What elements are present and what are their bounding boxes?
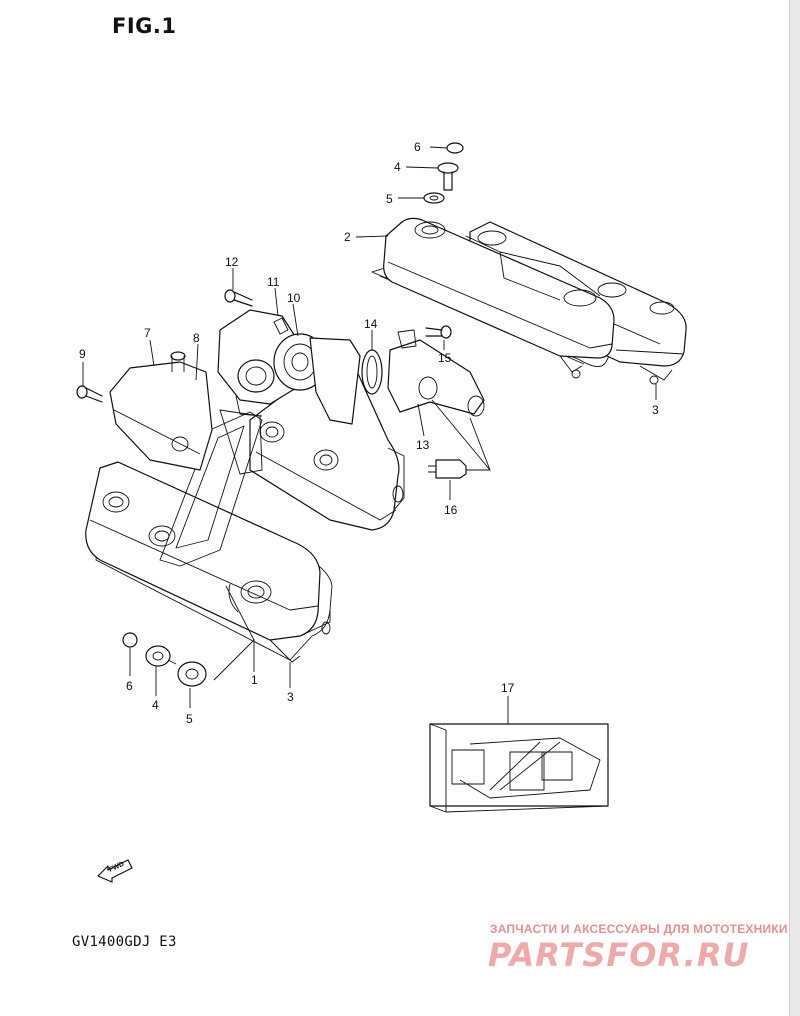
callout-4-bottom: 4 bbox=[152, 698, 159, 712]
callout-4: 4 bbox=[394, 160, 401, 174]
left-cover-7 bbox=[109, 351, 213, 471]
callout-5-bottom: 5 bbox=[186, 712, 193, 726]
sensor-16 bbox=[428, 459, 467, 479]
callout-5: 5 bbox=[386, 192, 393, 206]
callout-6-bottom: 6 bbox=[126, 679, 133, 693]
callout-labels: 6 4 5 2 12 11 10 14 7 8 9 15 3 13 16 6 4… bbox=[79, 140, 659, 726]
fwd-arrow: FWD bbox=[97, 859, 133, 883]
callout-10: 10 bbox=[287, 291, 301, 305]
watermark-tagline: ЗАПЧАСТИ И АКСЕССУАРЫ ДЛЯ МОТОТЕХНИКИ bbox=[490, 922, 788, 936]
thermostat-housing bbox=[217, 309, 361, 425]
callout-8: 8 bbox=[193, 331, 200, 345]
callout-17: 17 bbox=[501, 681, 515, 695]
callout-6: 6 bbox=[414, 140, 421, 154]
cap-bolt-washer-top bbox=[423, 142, 464, 204]
callout-13: 13 bbox=[416, 438, 430, 452]
callout-3-rear: 3 bbox=[652, 403, 659, 417]
cap-bolt-washer-bottom bbox=[122, 632, 207, 687]
gasket-set-17 bbox=[429, 723, 609, 813]
callout-2: 2 bbox=[344, 230, 351, 244]
model-code: GV1400GDJ E3 bbox=[72, 934, 177, 950]
callout-1: 1 bbox=[251, 673, 258, 687]
leader-lines bbox=[82, 146, 657, 724]
callout-16: 16 bbox=[444, 503, 458, 517]
callout-14: 14 bbox=[364, 317, 378, 331]
callout-15: 15 bbox=[438, 351, 452, 365]
callout-11: 11 bbox=[267, 275, 280, 289]
callout-3-front: 3 bbox=[287, 690, 294, 704]
callout-12: 12 bbox=[225, 255, 239, 269]
callout-9: 9 bbox=[79, 347, 86, 361]
page-edge bbox=[789, 0, 800, 1016]
center-cover-assembly bbox=[159, 355, 405, 567]
rear-head-cover bbox=[371, 217, 687, 385]
water-outlet-13 bbox=[361, 325, 485, 417]
watermark-logo: PARTSFOR.RU bbox=[488, 936, 750, 974]
figure-title: FIG.1 bbox=[112, 14, 177, 38]
front-head-cover bbox=[85, 461, 333, 663]
bolt-12 bbox=[224, 289, 253, 307]
callout-7: 7 bbox=[144, 326, 151, 340]
bolt-9 bbox=[76, 385, 103, 403]
